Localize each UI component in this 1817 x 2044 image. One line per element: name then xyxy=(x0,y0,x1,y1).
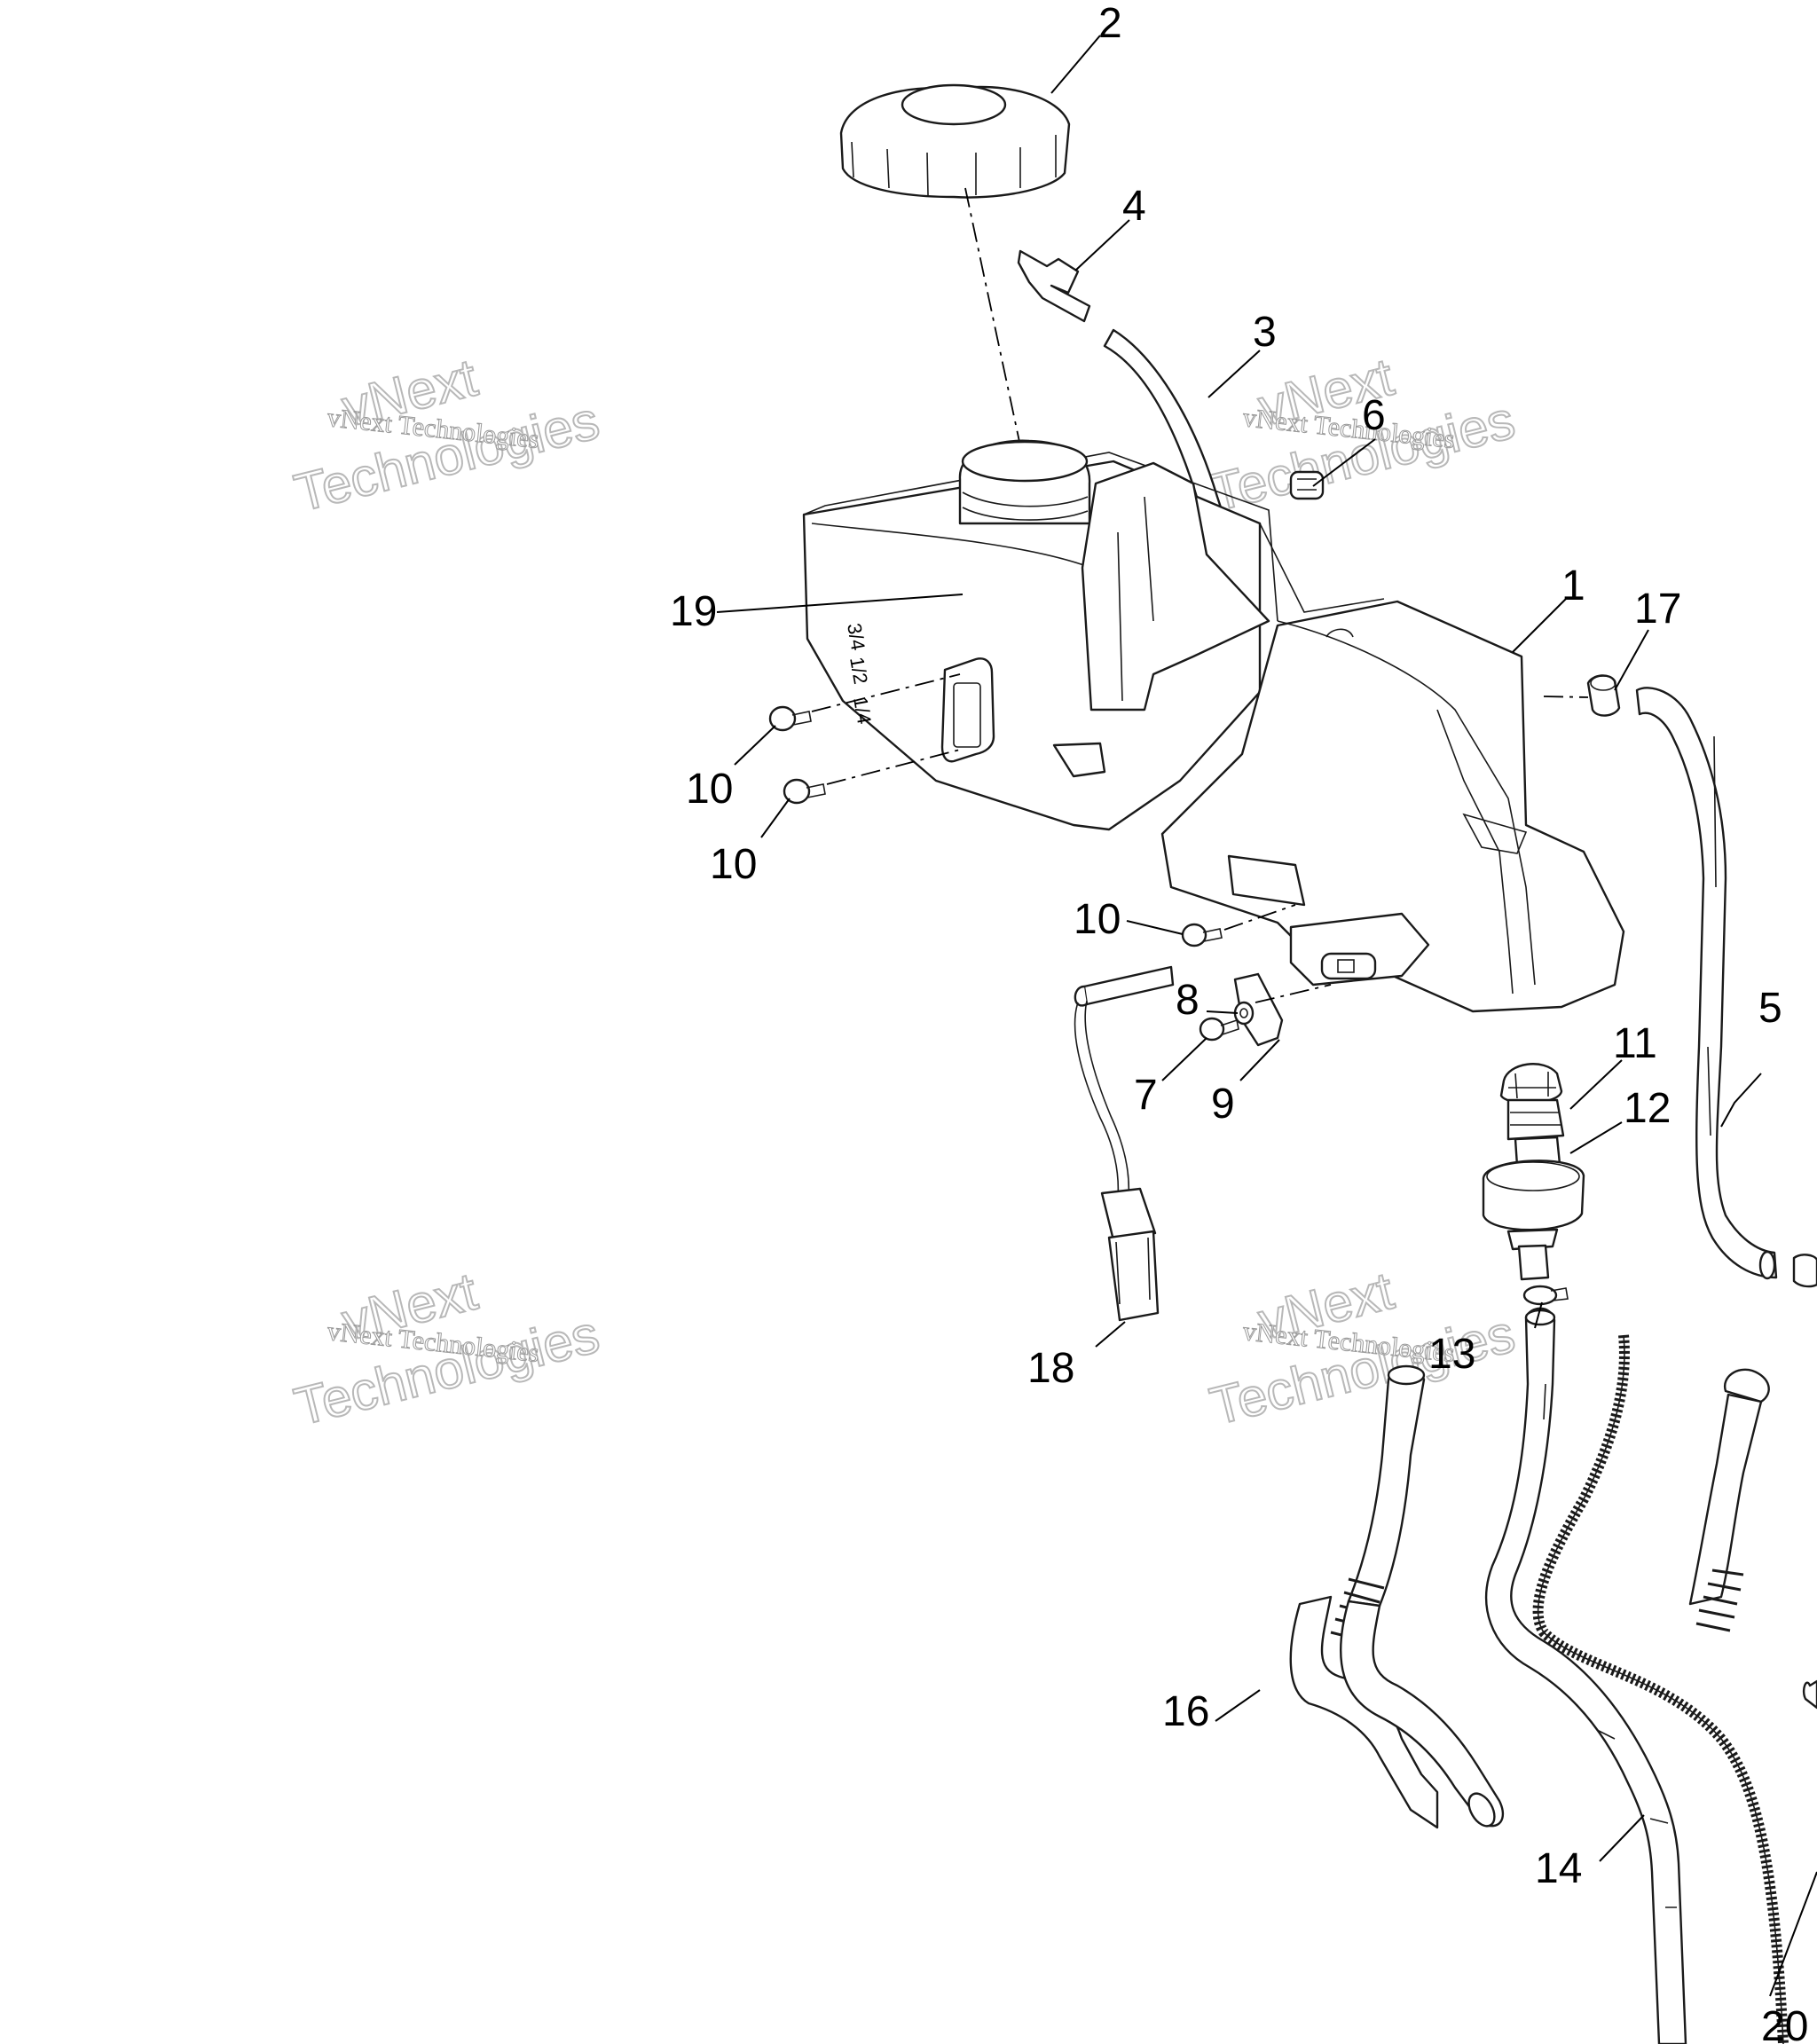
callout-3: 3 xyxy=(1253,309,1277,356)
callout-2: 2 xyxy=(1098,0,1122,47)
tank-level-marks: 3/4 1/2 1/4 xyxy=(843,622,876,726)
mark-3-4: 3/4 xyxy=(843,622,869,652)
fuel-tank xyxy=(802,439,1625,1013)
callout-13: 13 xyxy=(1428,1331,1475,1378)
fuel-hose-5 xyxy=(1635,687,1778,1279)
bolt-10a-line xyxy=(811,673,961,712)
sender-connector xyxy=(1074,965,1175,1322)
hose-5-end xyxy=(1758,1250,1776,1280)
hose-5-line xyxy=(1543,696,1589,698)
hose-5-seam xyxy=(1707,735,1717,1136)
vent-fitting xyxy=(1017,249,1091,323)
callout-labels: 1 2 3 4 5 6 7 8 9 10 10 10 11 12 13 14 1… xyxy=(670,0,1808,2044)
clamp-17 xyxy=(1586,674,1621,717)
callout-7: 7 xyxy=(1134,1072,1158,1119)
hose-14 xyxy=(1485,1307,1687,2044)
filler-cap xyxy=(839,83,1071,199)
callout-8: 8 xyxy=(1176,977,1200,1024)
callout-18: 18 xyxy=(1027,1345,1074,1392)
valve-grommet xyxy=(1482,1160,1585,1281)
bolt-10b xyxy=(783,778,826,805)
cap-centerline xyxy=(964,187,1028,480)
right-edge-fitting xyxy=(1802,1679,1817,1710)
callout-10a: 10 xyxy=(686,766,733,813)
bolt-10a xyxy=(768,705,812,732)
callout-14: 14 xyxy=(1535,1845,1582,1892)
bolt-10b-line xyxy=(826,749,961,785)
callout-19: 19 xyxy=(670,588,717,635)
mark-1-4: 1/4 xyxy=(849,696,876,726)
bolt-10c xyxy=(1181,923,1223,947)
mark-1-2: 1/2 xyxy=(846,656,872,686)
callout-12: 12 xyxy=(1624,1085,1671,1132)
leader-lines xyxy=(716,35,1817,1997)
callout-20: 20 xyxy=(1761,2003,1808,2044)
screw-7 xyxy=(1199,1017,1239,1042)
callout-16: 16 xyxy=(1162,1688,1209,1735)
callout-10c: 10 xyxy=(1074,896,1121,943)
hose-16 xyxy=(1330,1364,1505,1828)
callout-6: 6 xyxy=(1362,392,1386,439)
callout-11: 11 xyxy=(1613,1020,1657,1067)
right-fitting-stub xyxy=(1792,1254,1817,1288)
callout-4: 4 xyxy=(1122,183,1146,230)
callout-1: 1 xyxy=(1561,562,1585,609)
bracket-line xyxy=(1255,984,1332,1003)
callout-17: 17 xyxy=(1634,586,1681,633)
hose-clamp-13 xyxy=(1522,1285,1569,1306)
callout-5: 5 xyxy=(1758,985,1782,1032)
vent-hose-16 xyxy=(1289,1368,1770,1829)
callout-10b: 10 xyxy=(710,841,757,888)
rollover-valve xyxy=(1499,1063,1565,1167)
coil-wire-20-core xyxy=(1537,1334,1784,2044)
vent-clamp xyxy=(1289,470,1325,500)
callout-9: 9 xyxy=(1211,1081,1235,1128)
bolt-10c-line xyxy=(1223,904,1296,931)
